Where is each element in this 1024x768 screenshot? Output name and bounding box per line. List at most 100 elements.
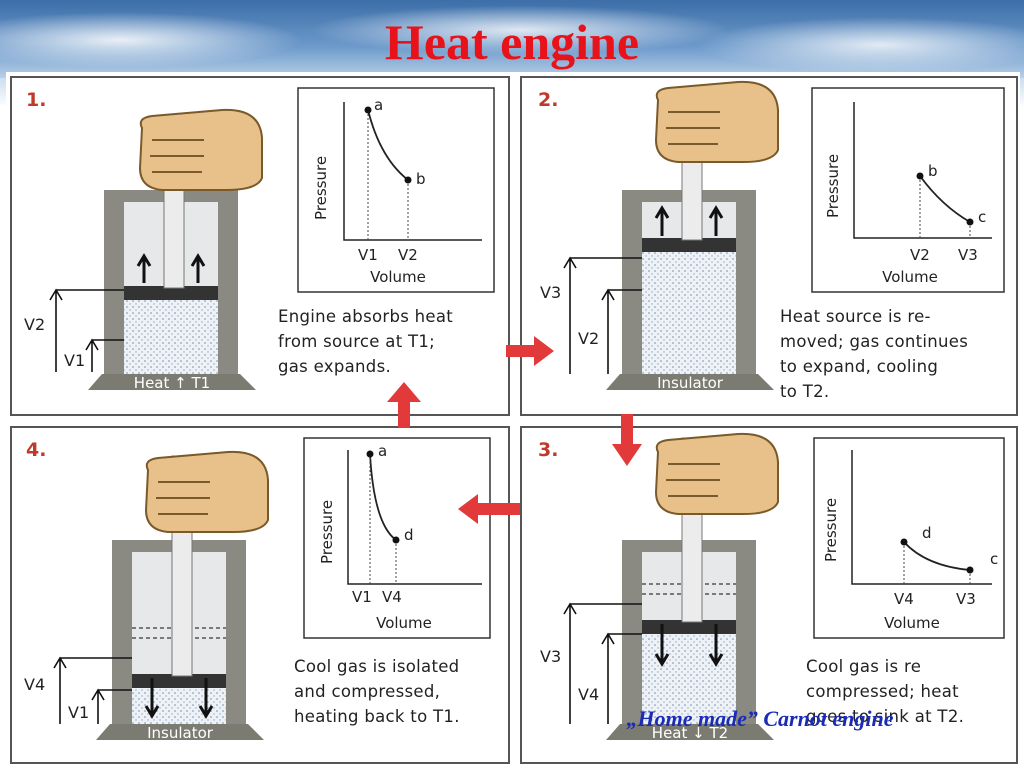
base-label: Insulator (147, 724, 214, 742)
gas-volume (642, 634, 736, 740)
y-axis-label: Pressure (318, 500, 336, 564)
x-axis-label: Volume (884, 614, 940, 632)
volume-marker-outer (563, 256, 642, 374)
arrow-up-icon (387, 382, 421, 428)
volume-label-inner: V1 (68, 703, 89, 722)
y-axis-label: Pressure (824, 154, 842, 218)
previous-piston-position (132, 627, 226, 639)
hand-icon (654, 80, 779, 163)
step-caption: Cool gas is isolated and compressed, hea… (294, 657, 460, 726)
point-label-d: d (922, 524, 932, 542)
volume-marker-outer (53, 656, 132, 724)
y-axis-label: Pressure (312, 156, 330, 220)
pv-graph-axes (343, 102, 482, 241)
point-label-d: d (404, 526, 414, 544)
volume-marker-inner (601, 632, 642, 724)
arrow-right-icon (506, 336, 554, 366)
volume-label-inner: V2 (578, 329, 599, 348)
step-caption: Engine absorbs heat from source at T1; g… (278, 307, 454, 376)
panel-step-4: 4. Insulator V4 V1 Pressure Volume (10, 426, 510, 764)
base-plate (606, 374, 774, 390)
base-label: Insulator (657, 374, 724, 392)
x-tick-1: V1 (358, 246, 378, 264)
pv-graph-frame (297, 87, 495, 293)
point-label-a: a (378, 442, 387, 460)
pv-graph-axes (347, 450, 482, 585)
step-caption: Heat source is re- moved; gas continues … (780, 307, 969, 401)
pv-curve (369, 453, 397, 541)
piston (642, 620, 736, 634)
volume-label-outer: V2 (24, 315, 45, 334)
volume-label-outer: V3 (540, 283, 561, 302)
base-label: Heat ↓ T2 (652, 724, 728, 742)
y-axis-label: Pressure (822, 498, 840, 562)
step-number: 3. (538, 439, 558, 461)
point-c (966, 218, 974, 226)
point-label-b: b (416, 170, 426, 188)
volume-label-outer: V3 (540, 647, 561, 666)
hand-icon (654, 432, 779, 515)
panel-step-1: 1. Heat ↑ T1 V2 V1 (10, 76, 510, 416)
x-tick-1: V2 (910, 246, 930, 264)
footnote: „Home made” Carnot engine (626, 706, 894, 731)
volume-marker-outer (563, 602, 642, 724)
hand-icon (138, 108, 263, 191)
volume-marker-inner (85, 338, 124, 372)
arrow-up-icon (136, 253, 152, 283)
panel-1-drawing: 1. Heat ↑ T1 V2 V1 (24, 87, 495, 392)
point-a (366, 450, 374, 458)
step-number: 4. (26, 439, 46, 461)
arrow-left-icon (458, 494, 520, 524)
point-c (966, 566, 974, 574)
step-number: 1. (26, 89, 46, 111)
point-d (900, 538, 908, 546)
point-label-c: c (990, 550, 998, 568)
pv-graph-frame (813, 437, 1005, 639)
pv-curve (919, 175, 971, 223)
point-b (404, 176, 412, 184)
carnot-cycle-figure: 1. Heat ↑ T1 V2 V1 (6, 72, 1020, 768)
x-tick-1: V1 (352, 588, 372, 606)
point-label-c: c (978, 208, 986, 226)
volume-label-outer: V4 (24, 675, 45, 694)
base-label: Heat ↑ T1 (134, 374, 210, 392)
pv-dropline (903, 542, 971, 584)
arrow-up-icon (190, 253, 206, 283)
previous-piston-position (642, 583, 736, 595)
point-d (392, 536, 400, 544)
arrow-down-icon (612, 414, 642, 466)
piston (132, 674, 226, 688)
arrow-down-icon (198, 678, 214, 719)
arrow-up-icon (708, 205, 724, 236)
x-tick-2: V3 (956, 590, 976, 608)
volume-label-inner: V1 (64, 351, 85, 370)
arrow-down-icon (654, 624, 670, 667)
panel-4-drawing: 4. Insulator V4 V1 Pressure Volume (24, 437, 491, 742)
gas-volume (642, 252, 736, 390)
hand-icon (144, 450, 269, 533)
piston (124, 286, 218, 300)
volume-marker-inner (601, 288, 642, 374)
pv-graph-axes (851, 450, 992, 585)
slide-title: Heat engine (384, 14, 640, 70)
arrow-down-icon (144, 678, 160, 719)
x-tick-1: V4 (894, 590, 914, 608)
base-plate (88, 374, 256, 390)
pv-dropline (919, 176, 971, 238)
step-number: 2. (538, 89, 558, 111)
piston (642, 238, 736, 252)
point-label-b: b (928, 162, 938, 180)
point-b (916, 172, 924, 180)
sky-background (0, 0, 1024, 78)
panel-step-2: 2. Insulator V3 V2 Pressure Volume (520, 76, 1018, 416)
volume-marker-outer (49, 288, 124, 372)
point-label-a: a (374, 96, 383, 114)
x-tick-2: V2 (398, 246, 418, 264)
x-axis-label: Volume (376, 614, 432, 632)
arrow-up-icon (654, 205, 670, 236)
pv-graph-frame (811, 87, 1005, 293)
x-axis-label: Volume (370, 268, 426, 286)
step-caption: Cool gas is re compressed; heat goes to … (806, 657, 965, 726)
pv-dropline (367, 110, 409, 240)
panel-3-drawing: 3. Heat ↓ T2 V3 V4 Pressure Volume (538, 432, 1005, 742)
